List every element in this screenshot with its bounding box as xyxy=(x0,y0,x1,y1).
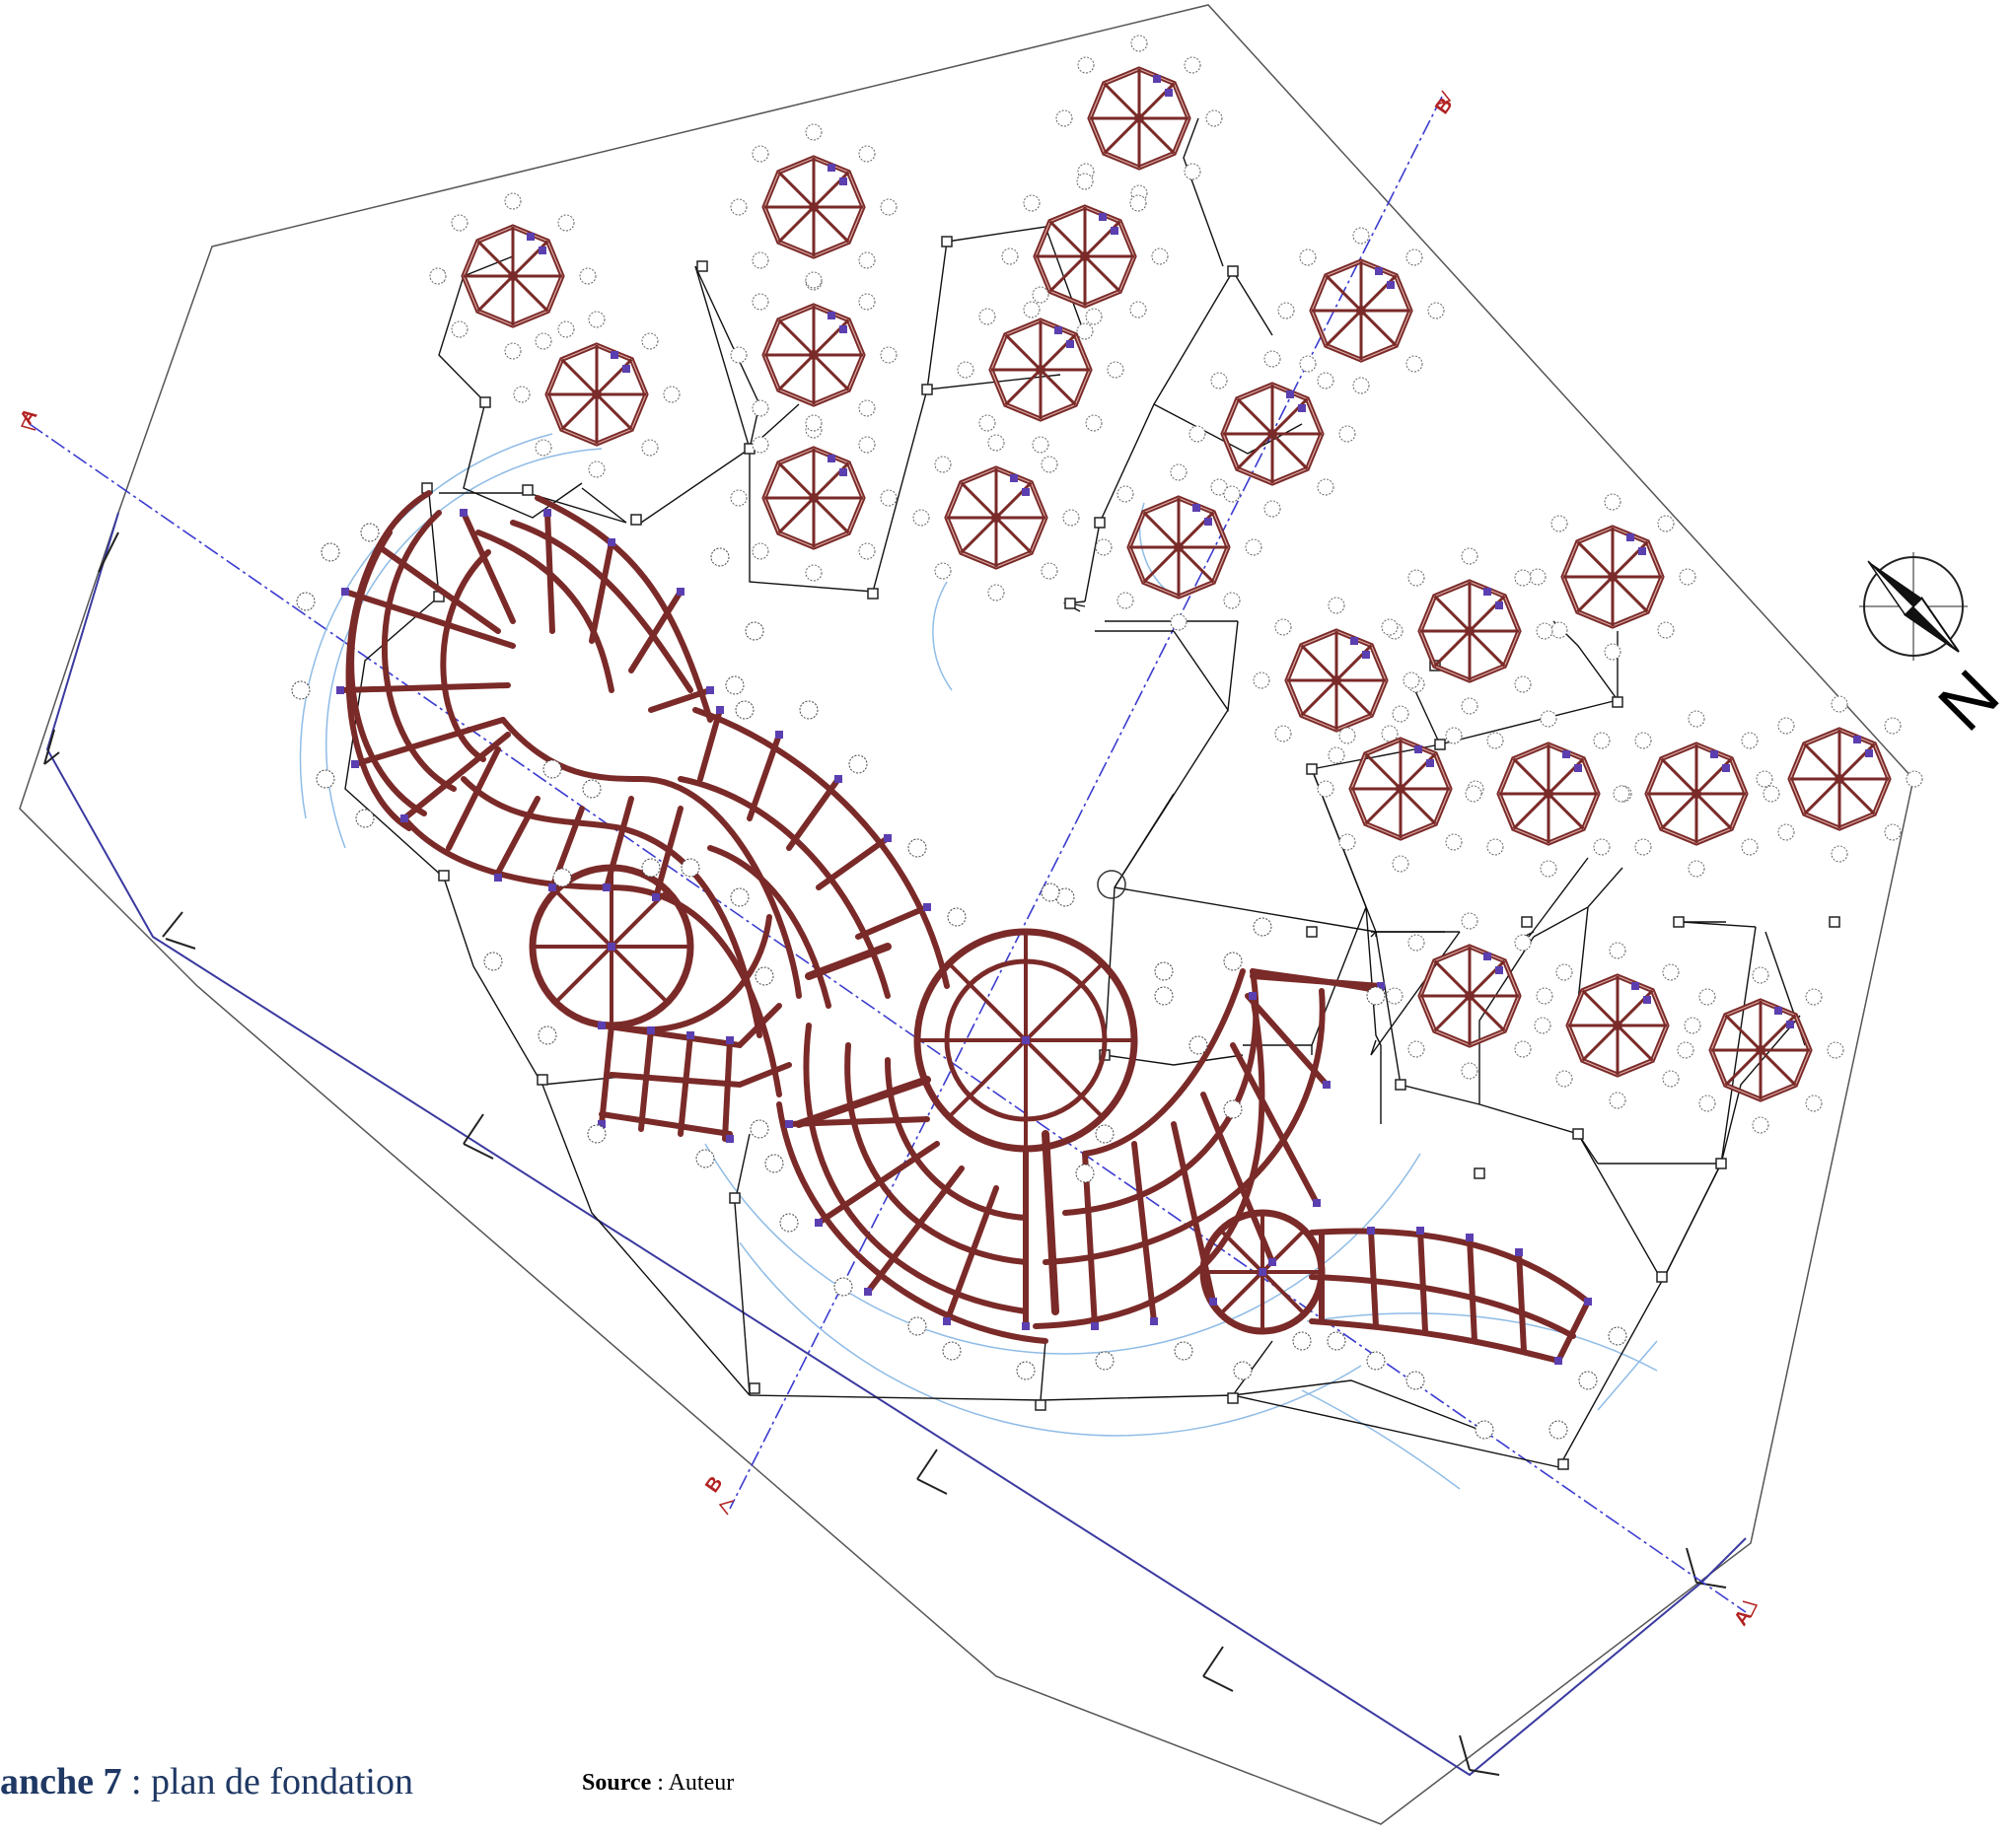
plate-number: anche 7 xyxy=(0,1761,122,1802)
plate-title: : plan de fondation xyxy=(121,1761,413,1802)
section-label-b-start: B xyxy=(1431,94,1457,117)
main-beam-grid xyxy=(337,490,1591,1364)
columns xyxy=(336,509,1592,1365)
site-boundary xyxy=(45,512,1747,1777)
north-arrow-icon xyxy=(1859,552,1968,661)
source-label: Source xyxy=(582,1770,652,1796)
north-letter: N xyxy=(1923,656,2013,745)
section-line-a xyxy=(20,413,1759,1618)
section-label-b-end: B xyxy=(701,1472,727,1496)
octagon-footings xyxy=(430,35,1922,1133)
feature-marker xyxy=(1097,870,1126,899)
site-outline xyxy=(19,4,1914,1825)
boundary-markers xyxy=(43,531,1727,1776)
section-label-a-end: A xyxy=(1730,1605,1756,1629)
source-text: : Auteur xyxy=(651,1770,735,1796)
source-credit: Source : Auteur xyxy=(582,1770,734,1797)
dimension-lines xyxy=(299,433,1658,1490)
section-line-b xyxy=(718,90,1452,1516)
plate-caption: anche 7 : plan de fondation xyxy=(0,1760,413,1803)
grid-references xyxy=(291,523,1627,1440)
section-label-a-start: A xyxy=(16,404,41,428)
